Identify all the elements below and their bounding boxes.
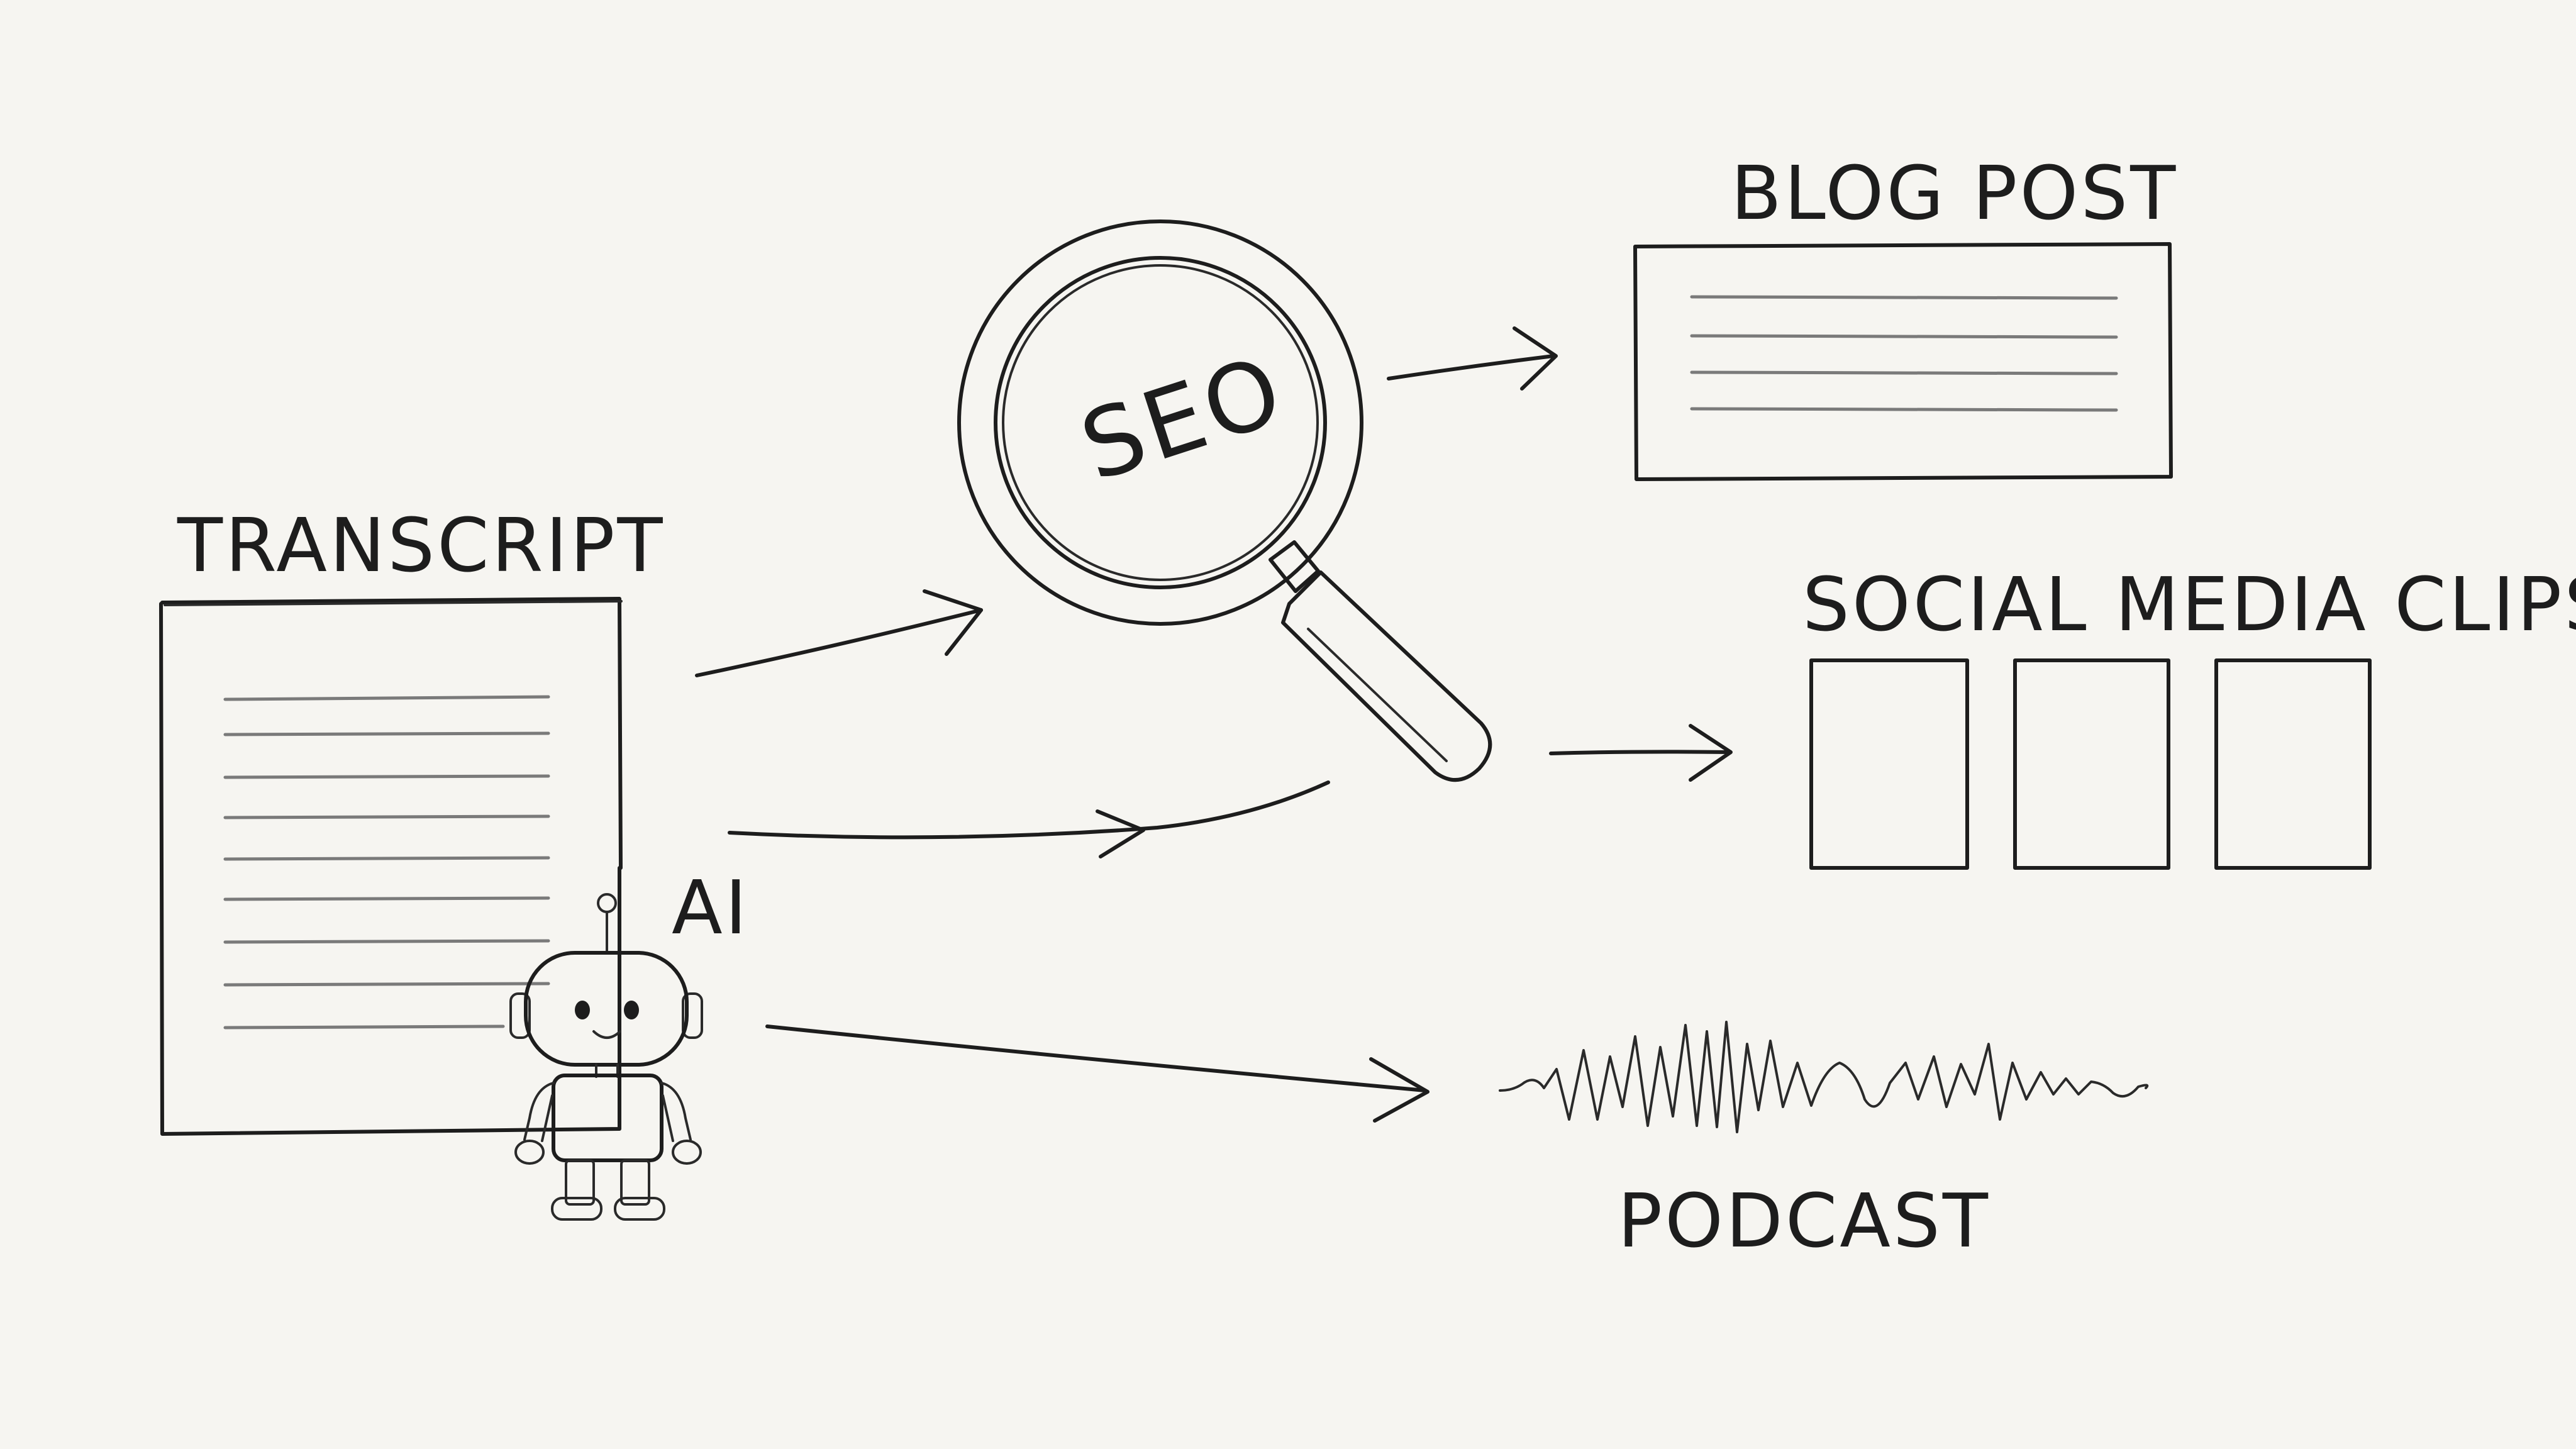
transcript-document [159,597,623,1136]
seo-label: SEO [1069,335,1297,502]
social-media-clips-label: SOCIAL MEDIA CLIPS [1802,561,2576,648]
ai-label: AI [672,864,750,951]
clip-frame-3 [2214,658,2372,870]
arrow-transcript-to-seo-lower [728,780,1330,858]
transcript-label: TRANSCRIPT [177,502,665,589]
audio-waveform-icon [1499,1021,2149,1133]
podcast-label: PODCAST [1618,1177,1990,1264]
arrow-seo-to-social-media-clips [1549,724,1733,782]
seo-node: SEO [957,219,1492,782]
social-media-clips-node: SOCIAL MEDIA CLIPS [1802,561,2576,870]
clip-frame-2 [2013,658,2170,870]
arrow-transcript-to-seo-upper [695,589,983,677]
clip-frame-1 [1809,658,1969,870]
robot-icon [509,893,703,1221]
ai-node: AI [509,864,750,1221]
arrow-ai-to-podcast [765,1024,1430,1123]
transcript-node: TRANSCRIPT [159,502,665,1136]
arrow-seo-to-blog-post [1387,326,1558,391]
blog-post-label: BLOG POST [1731,150,2178,236]
podcast-node: PODCAST [1499,1021,2149,1264]
blog-post-document [1633,242,2173,481]
magnifying-glass-icon [957,219,1492,782]
blog-post-node: BLOG POST [1633,150,2178,481]
